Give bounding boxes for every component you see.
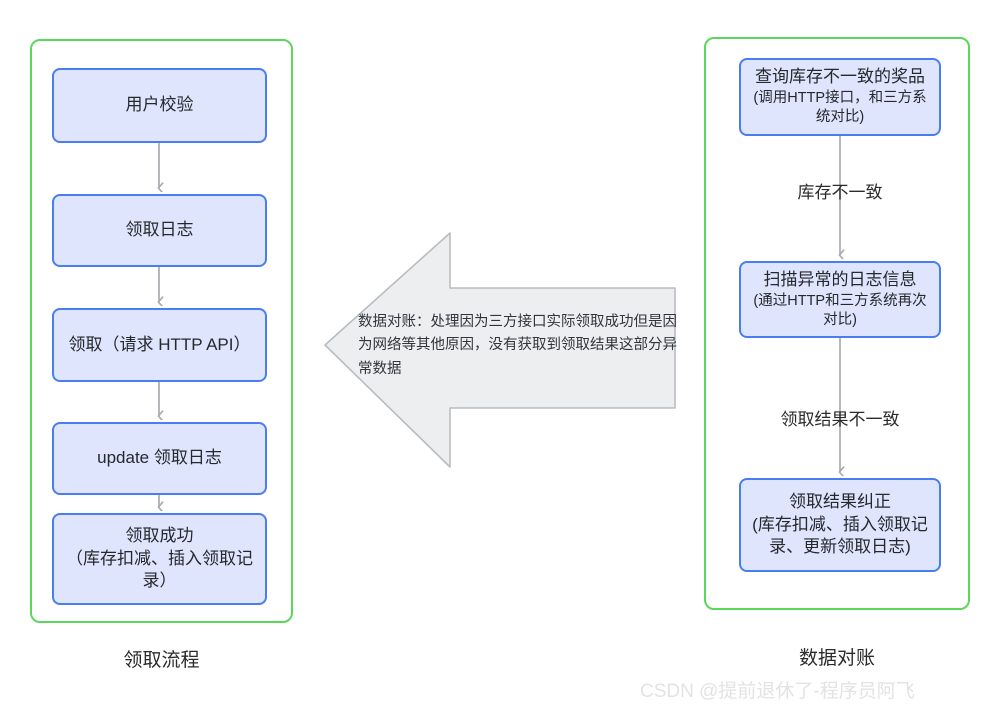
node-title: 用户校验 (125, 95, 194, 115)
node-left-2[interactable]: 领取日志 (52, 194, 267, 267)
node-right-3[interactable]: 领取结果纠正 (库存扣减、插入领取记录、更新领取日志) (739, 478, 941, 572)
node-title: 领取（请求 HTTP API） (68, 334, 251, 354)
node-left-5[interactable]: 领取成功 （库存扣减、插入领取记录） (52, 513, 267, 605)
node-subtitle: (调用HTTP接口，和三方系统对比) (753, 90, 927, 126)
node-subtitle: (通过HTTP和三方系统再次对比) (753, 292, 927, 328)
block-arrow-annotation: 数据对账：处理因为三方接口实际领取成功但是因为网络等其他原因，没有获取到领取结果… (320, 228, 680, 474)
node-title: 领取结果纠正 (789, 492, 891, 512)
caption-right-group: 数据对账 (798, 648, 875, 669)
node-title: 查询库存不一致的奖品 (755, 67, 925, 87)
node-subtitle: （库存扣减、插入领取记录） (66, 548, 253, 591)
edge-label-stock-mismatch: 库存不一致 (797, 183, 883, 202)
node-title: 扫描异常的日志信息 (763, 269, 917, 289)
node-right-2[interactable]: 扫描异常的日志信息 (通过HTTP和三方系统再次对比) (739, 261, 941, 338)
node-title: update 领取日志 (97, 448, 222, 468)
watermark-text: CSDN @提前退休了-程序员阿飞 (640, 681, 915, 702)
node-right-1[interactable]: 查询库存不一致的奖品 (调用HTTP接口，和三方系统对比) (739, 58, 941, 136)
block-arrow-text: 数据对账：处理因为三方接口实际领取成功但是因为网络等其他原因，没有获取到领取结果… (358, 314, 677, 377)
node-title: 领取日志 (125, 220, 194, 240)
node-left-4[interactable]: update 领取日志 (52, 422, 267, 495)
block-arrow-shape (324, 232, 676, 468)
node-left-1[interactable]: 用户校验 (52, 68, 267, 143)
caption-left-group: 领取流程 (123, 650, 200, 671)
node-title: 领取成功 (125, 526, 194, 546)
node-left-3[interactable]: 领取（请求 HTTP API） (52, 308, 267, 382)
edge-label-result-mismatch: 领取结果不一致 (780, 410, 900, 429)
node-subtitle: (库存扣减、插入领取记录、更新领取日志) (752, 514, 928, 557)
